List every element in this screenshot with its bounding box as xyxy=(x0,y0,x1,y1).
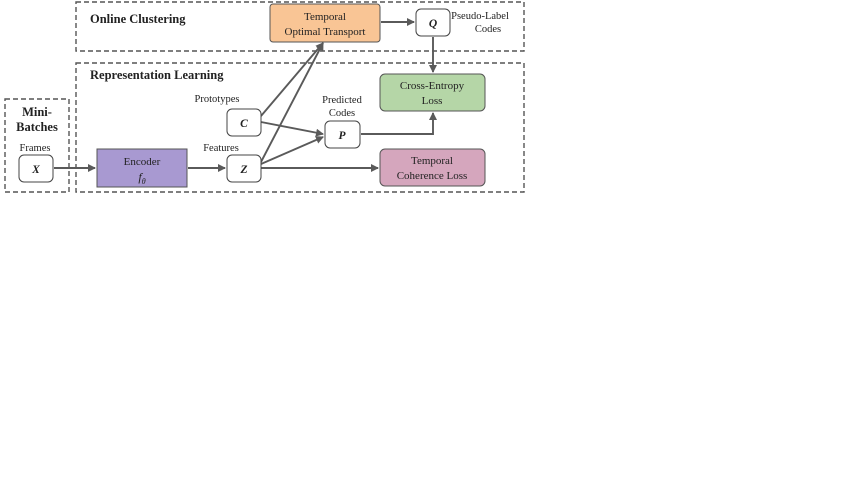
mini-batches-region xyxy=(4,98,70,193)
encoder-theta: θ xyxy=(142,177,146,186)
ce-label-line1: Cross-Entropy xyxy=(400,80,465,92)
online-clustering-title: Online Clustering xyxy=(90,12,186,26)
temporal-coherence-loss-box xyxy=(379,148,486,187)
temporal-optimal-transport-box xyxy=(269,3,381,43)
predicted-codes-line1: Predicted xyxy=(322,95,362,106)
p-label: P xyxy=(338,130,346,142)
pseudo-label-line2: Codes xyxy=(475,24,501,35)
encoder-box xyxy=(96,148,188,188)
arrow-c-to-p xyxy=(260,121,324,137)
encoder-f: f xyxy=(138,170,143,184)
cross-entropy-loss-box xyxy=(379,73,486,112)
online-clustering-region xyxy=(75,1,525,52)
prototypes-label: Prototypes xyxy=(195,94,240,105)
z-label: Z xyxy=(239,164,247,176)
features-label: Features xyxy=(203,143,239,154)
predicted-codes-line2: Codes xyxy=(329,108,355,119)
z-node xyxy=(226,154,262,183)
p-node xyxy=(324,120,361,149)
x-label: X xyxy=(31,164,40,176)
ot-label-line1: Temporal xyxy=(304,11,346,23)
q-label: Q xyxy=(429,18,437,30)
ot-label-line2: Optimal Transport xyxy=(285,26,366,38)
tc-label-line1: Temporal xyxy=(411,155,453,167)
encoder-label: Encoder xyxy=(124,156,161,168)
mini-batches-title-1: Mini- xyxy=(22,105,52,119)
x-node xyxy=(18,154,54,183)
tc-label-line2: Coherence Loss xyxy=(397,170,468,182)
c-node xyxy=(226,108,262,137)
arrow-p-to-cross-entropy xyxy=(361,112,437,135)
encoder-function: fθ xyxy=(138,170,145,186)
c-label: C xyxy=(240,118,248,130)
arrow-z-to-p xyxy=(260,136,324,165)
arrow-z-to-ot xyxy=(260,42,324,163)
pseudo-label-line1: Pseudo-Label xyxy=(451,11,509,22)
frames-label: Frames xyxy=(20,143,51,154)
ce-label-line2: Loss xyxy=(422,95,443,107)
representation-learning-region xyxy=(75,62,525,193)
q-node xyxy=(415,8,451,37)
mini-batches-title-2: Batches xyxy=(16,120,58,134)
representation-learning-title: Representation Learning xyxy=(90,68,224,82)
arrow-c-to-ot xyxy=(260,42,324,117)
